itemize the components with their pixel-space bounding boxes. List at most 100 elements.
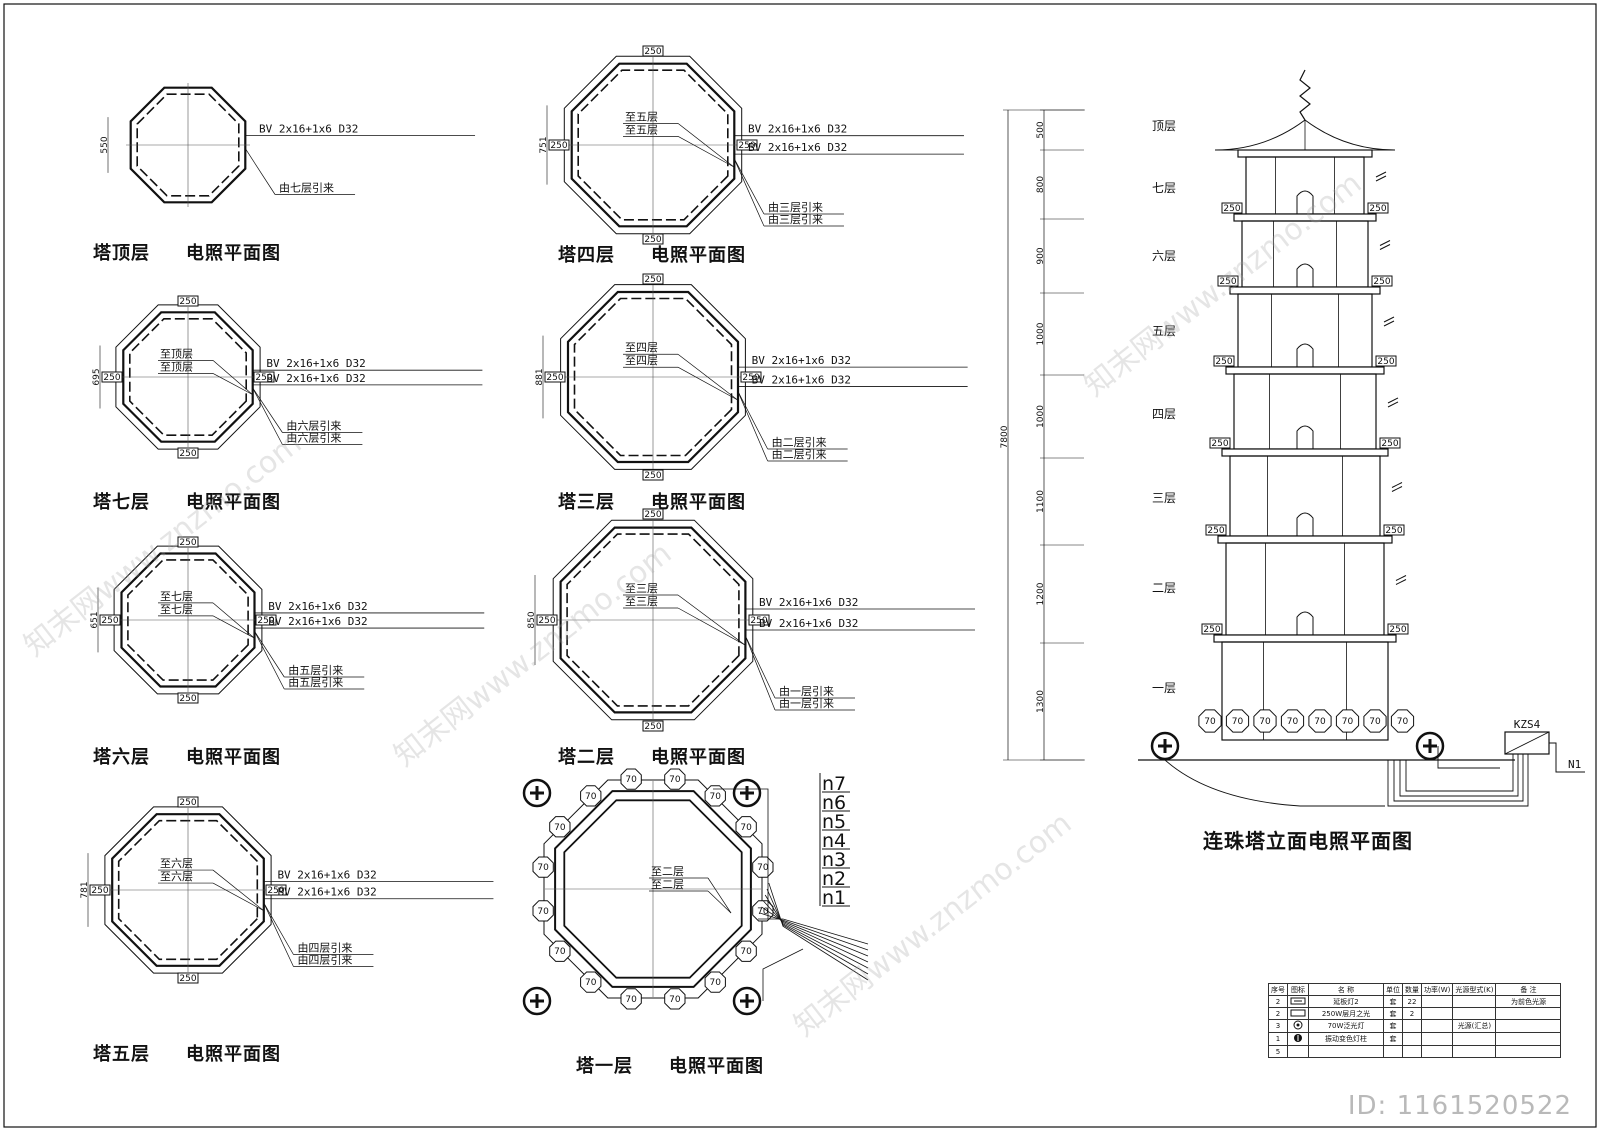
fixture-label: 250 [644, 47, 661, 57]
circuit-line [758, 918, 869, 945]
eave-slab [1221, 448, 1389, 457]
octagon-outer-wall [120, 552, 256, 688]
floodlight-70: 70 [704, 785, 726, 807]
riser-label: 至五层 [625, 123, 658, 136]
feeder-spec: BV 2x16+1x6 D32 [268, 600, 367, 613]
floodlight-label: 70 [757, 863, 769, 873]
column-light-icon [1150, 731, 1180, 761]
fixture-box [642, 469, 664, 481]
legend-cell: 延板灯2 [1308, 995, 1384, 1008]
storey-height: 500 [1036, 121, 1046, 138]
fixture-250-tag: 250 [101, 371, 123, 383]
fixture-label: 250 [1211, 439, 1228, 449]
fixture-250-tag: 250 [1209, 437, 1231, 449]
legend-row: 2 250W层月之光 套 2 [1268, 1007, 1562, 1020]
legend-cell [1452, 1007, 1497, 1020]
legend-cell [1495, 1019, 1562, 1033]
source-diagonal [253, 630, 285, 678]
octagon-outer-wall [122, 311, 254, 443]
fixture-label: 250 [644, 235, 661, 245]
conduit-mark [1387, 397, 1399, 404]
floodlight-label: 70 [537, 907, 549, 917]
circuit-label: n7 [822, 773, 846, 795]
source-label: 由五层引来 [288, 675, 343, 689]
floodlight-70: 70 [1390, 709, 1415, 733]
fixture-250-tag: 250 [89, 884, 111, 896]
storey-height: 1000 [1036, 322, 1046, 345]
source-diagonal [737, 390, 768, 450]
fixture-label: 250 [1377, 357, 1394, 367]
feeder-spec: BV 2x16+1x6 D32 [752, 354, 851, 367]
legend-header-row: 序号 图标 名 称 单位 数量 功率(W) 光源型式(K) 备 注 [1268, 983, 1562, 996]
source-label: 由五层引来 [288, 663, 343, 677]
fixture-label: 250 [742, 373, 759, 383]
fixture-box [1213, 355, 1235, 367]
legend-row: 1 振动变色灯柱 套 [1268, 1032, 1562, 1046]
fixture-250-tag: 250 [177, 972, 199, 984]
fixture-250-tag: 250 [642, 508, 664, 520]
legend-cell [1452, 1045, 1497, 1058]
dimension-text: 751 [539, 136, 549, 153]
fixture-250-tag: 250 [1387, 623, 1409, 635]
legend-header: 单位 [1383, 983, 1403, 996]
octagon-eave [552, 519, 754, 721]
riser-diagonal [212, 360, 253, 395]
fixture-250-tag: 250 [177, 536, 199, 548]
cable-run [1393, 752, 1524, 802]
legend-header: 备 注 [1495, 983, 1562, 996]
floodlight-body [1198, 709, 1222, 733]
legend-cell [1420, 1032, 1454, 1046]
circuit-line [764, 894, 869, 969]
fixture-250-tag: 250 [740, 371, 762, 383]
circuit-line [768, 882, 869, 981]
circuit-line [759, 912, 869, 951]
cable-run [1399, 752, 1519, 797]
floodlight-body [735, 940, 757, 962]
floodlight-label: 70 [1314, 717, 1326, 727]
riser-diagonal [677, 594, 746, 646]
conduit-mark [1383, 316, 1395, 323]
riser-diagonal [707, 877, 732, 914]
conduit-mark [1379, 244, 1391, 250]
riser-diagonal [212, 615, 255, 639]
riser-diagonal [707, 890, 732, 914]
floodlight-label: 70 [1342, 717, 1354, 727]
fixture-label: 250 [179, 449, 196, 459]
floodlight-body [620, 988, 642, 1010]
circuit-line [713, 788, 769, 919]
fixture-box [1383, 524, 1405, 536]
legend-cell [1308, 1045, 1384, 1058]
floodlight-body [1335, 709, 1360, 733]
fixture-box [177, 692, 199, 704]
riser-diagonal [212, 882, 264, 911]
floor-label: 五层 [1152, 324, 1176, 338]
legend-cell [1495, 1007, 1562, 1020]
floodlight-body [549, 816, 571, 838]
floodlight-label: 70 [709, 978, 721, 988]
storey-height: 1300 [1036, 690, 1046, 713]
legend-header: 名 称 [1308, 983, 1384, 996]
fixture-box [255, 614, 277, 626]
floodlight-body [532, 856, 554, 878]
legend-cell [1420, 1019, 1454, 1033]
source-diagonal [744, 634, 776, 699]
storey-wall [1229, 455, 1381, 537]
legend-header: 功率(W) [1420, 983, 1454, 996]
riser-diagonal [212, 602, 255, 639]
legend-cell: 1 [1268, 1032, 1288, 1046]
floodlight-body [664, 768, 686, 790]
floor-label: 七层 [1152, 181, 1176, 195]
source-diagonal [733, 158, 765, 215]
riser-label: 至顶层 [160, 347, 193, 360]
source-diagonal [263, 902, 294, 955]
storey-wall [1221, 641, 1389, 741]
riser-diagonal [677, 136, 735, 168]
feeder-spec: BV 2x16+1x6 D32 [752, 373, 851, 386]
riser-label: 至三层 [625, 595, 658, 608]
riser-label: 至七层 [160, 590, 193, 603]
dimension-text: 550 [100, 136, 110, 153]
arched-window [1296, 190, 1314, 214]
riser-diagonal [677, 607, 746, 646]
fixture-250-tag: 250 [736, 139, 758, 151]
